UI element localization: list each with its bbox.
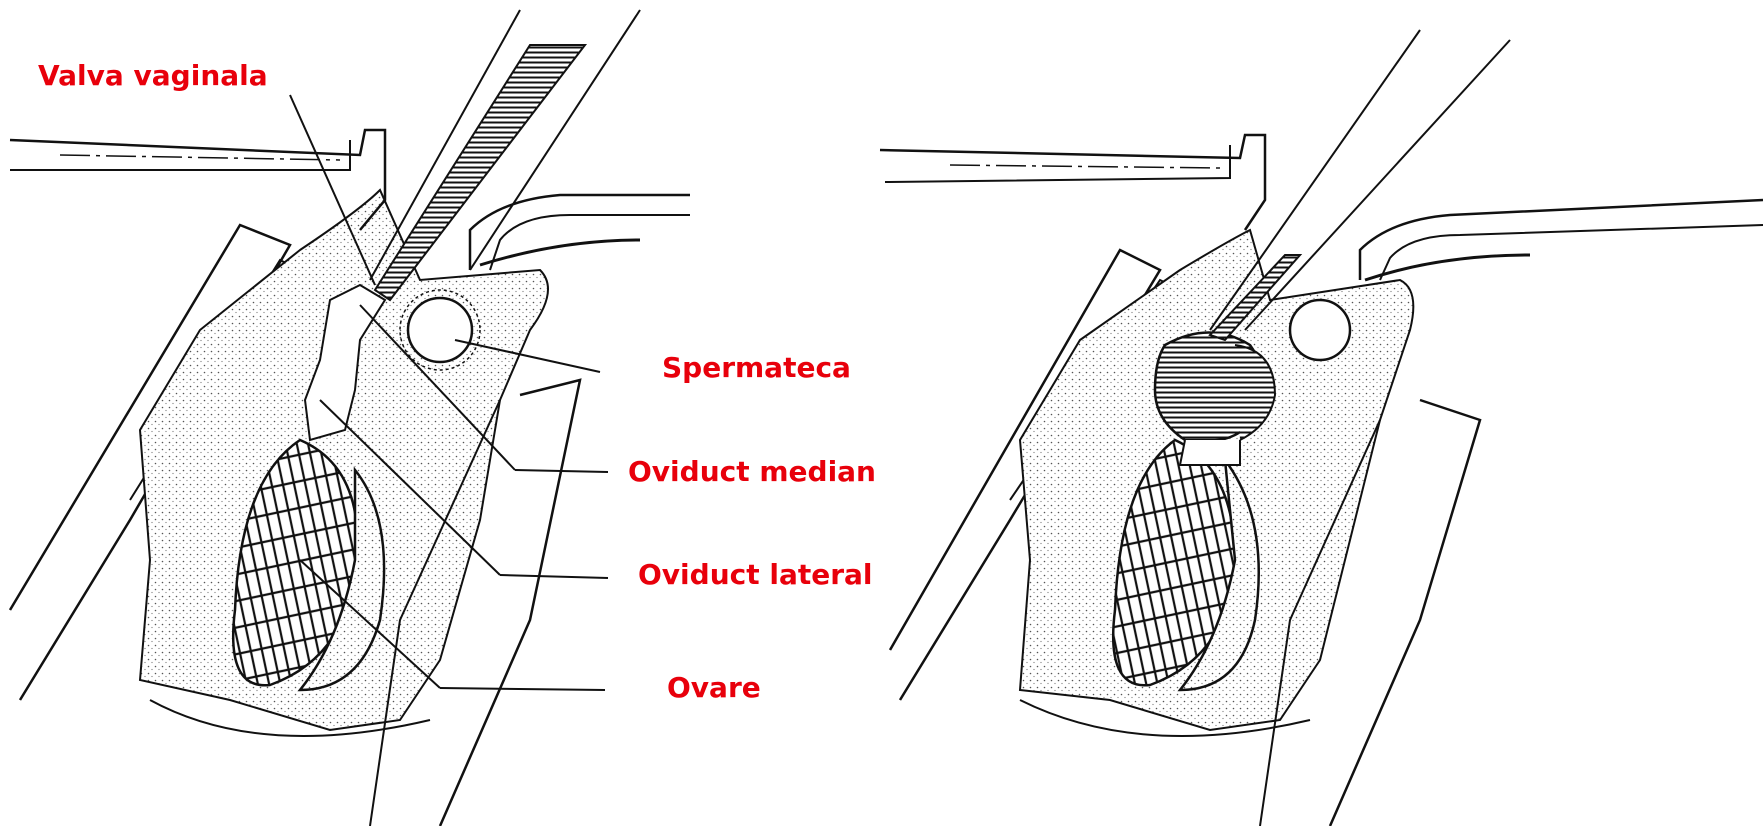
label-ovare: Ovare (667, 674, 761, 702)
spermatheca-right (1290, 300, 1350, 360)
spermatheca (408, 298, 472, 362)
label-valva-vaginala: Valva vaginala (38, 62, 268, 90)
left-figure (10, 10, 690, 826)
label-oviduct-lateral: Oviduct lateral (638, 561, 873, 589)
right-figure (880, 30, 1763, 826)
label-spermateca: Spermateca (662, 354, 851, 382)
hook-instrument-right (880, 135, 1265, 230)
label-oviduct-median: Oviduct median (628, 458, 876, 486)
